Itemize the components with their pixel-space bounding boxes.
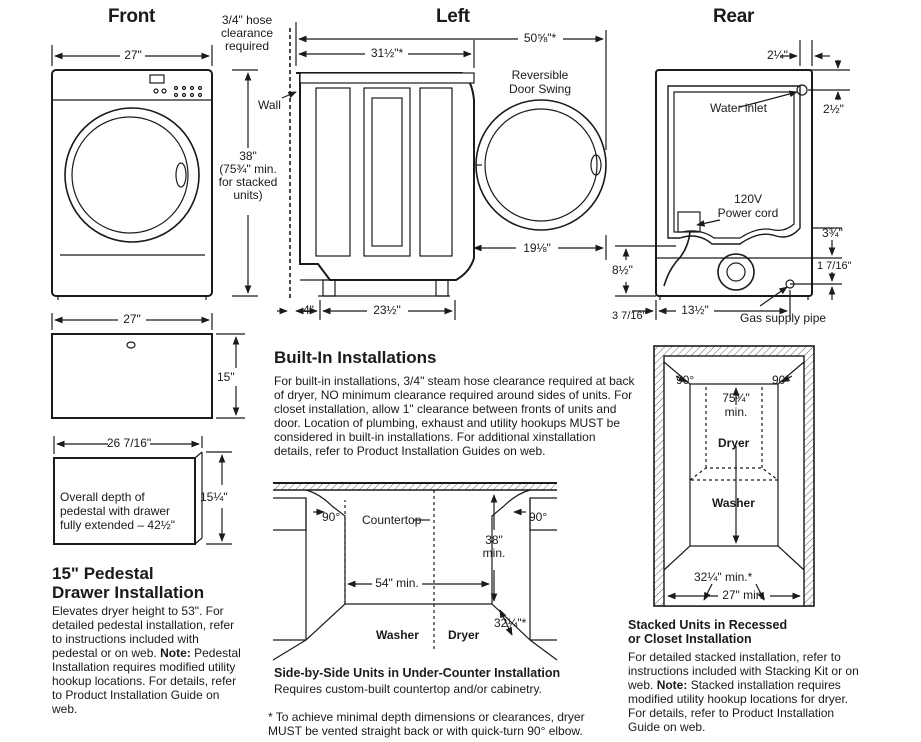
- pedestal-section-title: 15" Pedestal Drawer Installation: [52, 564, 205, 602]
- stacked-title: Stacked Units in Recessed or Closet Inst…: [628, 618, 788, 646]
- stacked-dryer-label: Dryer: [718, 436, 750, 450]
- wall-label: Wall: [258, 98, 281, 112]
- undercounter-dryer-label: Dryer: [448, 628, 480, 642]
- front-height-label: 38" (75¾" min. for stacked units): [218, 149, 278, 202]
- inlet-height-label: 2½": [823, 102, 844, 116]
- hose-clearance-note: 3/4" hose clearance required: [220, 13, 274, 53]
- left-dryer-drawing: [277, 22, 607, 320]
- stacked-text: For detailed stacked installation, refer…: [628, 650, 868, 734]
- gas-pipe-label: Gas supply pipe: [740, 311, 827, 325]
- cord-height-label: 8½": [612, 263, 633, 277]
- door-swing-label: Reversible Door Swing: [508, 68, 572, 96]
- builtin-text: For built-in installations, 3/4" steam h…: [274, 374, 635, 458]
- undercounter-angle-left: 90°: [322, 510, 341, 524]
- undercounter-depth-label: 32¼"*: [494, 616, 527, 630]
- pedestal-depth-note: Overall depth of pedestal with drawer fu…: [60, 490, 176, 532]
- stacked-height-label: 75¾" min.: [722, 391, 750, 419]
- undercounter-subtitle: Requires custom-built countertop and/or …: [274, 682, 542, 696]
- left-depth-label: 31½"*: [370, 46, 404, 60]
- rear-heading: Rear: [713, 6, 755, 27]
- builtin-title: Built-In Installations: [274, 348, 437, 367]
- gas-height-label: 1 7/16": [817, 260, 852, 272]
- pedestal-text-body: Elevates dryer height to 53". For detail…: [52, 604, 235, 660]
- pedestal-note-label: Note:: [160, 646, 191, 660]
- undercounter-width-label: 54" min.: [375, 576, 419, 590]
- front-dryer-drawing: [51, 45, 258, 300]
- gas-left-label: 3 7/16": [612, 310, 647, 322]
- gas-offset-label: 13½": [681, 303, 709, 317]
- stacked-note-label: Note:: [656, 678, 688, 692]
- stacked-text-body: For detailed stacked installation, refer…: [628, 650, 859, 692]
- pedestal-depth-label: 26 7/16": [106, 436, 152, 450]
- stacked-washer-label: Washer: [712, 496, 755, 510]
- undercounter-title: Side-by-Side Units in Under-Counter Inst…: [274, 666, 561, 680]
- stacked-angle-left: 90°: [676, 373, 695, 387]
- left-depth-open-label: 50⅝"*: [523, 31, 557, 45]
- stacked-angle-right: 90°: [772, 373, 791, 387]
- door-width-label: 19⅛": [523, 241, 551, 255]
- countertop-label: Countertop: [362, 513, 422, 527]
- base-depth-label: 23½": [373, 303, 401, 317]
- footnote: * To achieve minimal depth dimensions or…: [268, 710, 585, 738]
- undercounter-drawing: [272, 482, 558, 661]
- cord-right-label: 3¾": [822, 226, 843, 240]
- pedestal-section-text: Elevates dryer height to 53". For detail…: [52, 604, 242, 716]
- rear-dryer-drawing: [615, 40, 850, 320]
- undercounter-angle-right: 90°: [529, 510, 548, 524]
- stacked-note-text: Stacked installation requires modified u…: [628, 678, 849, 734]
- pedestal-front-drawing: [51, 313, 245, 419]
- undercounter-washer-label: Washer: [376, 628, 419, 642]
- front-width-label: 27": [124, 48, 142, 62]
- wall-gap-label: 4": [303, 303, 314, 317]
- stacked-drawing: [653, 345, 815, 607]
- power-cord-label: 120V Power cord: [717, 192, 779, 220]
- pedestal-width-label: 27": [123, 312, 141, 326]
- rear-right-offset-label: 2¼": [767, 48, 788, 62]
- stacked-width-label: 27" min.: [722, 588, 766, 602]
- undercounter-height-label: 38" min.: [482, 533, 506, 560]
- pedestal-side-drawing: [53, 436, 232, 545]
- pedestal-side-height-label: 15¼": [200, 490, 228, 504]
- stacked-depth-label: 32¼" min.*: [694, 570, 753, 584]
- pedestal-height-label: 15": [217, 370, 235, 384]
- left-heading: Left: [436, 6, 470, 27]
- front-heading: Front: [108, 6, 156, 27]
- pedestal-note-text: Pedestal Installation requires modified …: [52, 646, 241, 716]
- water-inlet-label: Water inlet: [710, 101, 767, 115]
